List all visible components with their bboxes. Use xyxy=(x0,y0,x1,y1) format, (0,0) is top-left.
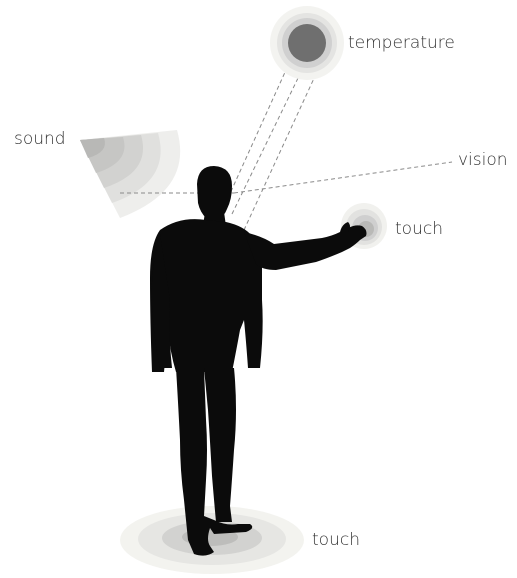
sound-wave-icon xyxy=(80,130,180,218)
sound-label: sound xyxy=(14,131,66,148)
hand-touch-label: touch xyxy=(395,221,443,238)
floor-touch-icon xyxy=(120,506,304,574)
temperature-lines xyxy=(228,70,316,230)
vision-line xyxy=(234,162,452,193)
temperature-label: temperature xyxy=(348,35,455,52)
temperature-source-icon xyxy=(270,6,344,80)
floor-touch-label: touch xyxy=(312,532,360,549)
vision-label: vision xyxy=(458,152,508,169)
person-silhouette xyxy=(150,166,367,556)
